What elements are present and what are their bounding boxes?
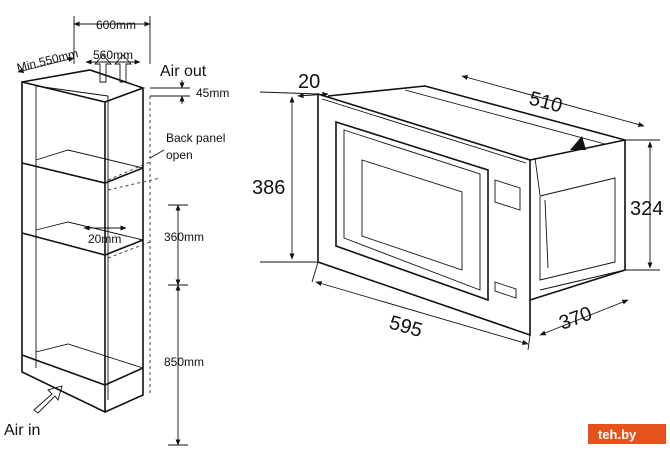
air-out-label: Air out (160, 63, 207, 80)
oven-drawing (259, 75, 660, 351)
dim-360: 360mm (164, 230, 204, 244)
cabinet-labels: 600mm Min.550mm 560mm Air out 45mm Back … (4, 18, 229, 439)
dim-600: 600mm (96, 18, 136, 32)
air-in-label: Air in (4, 422, 40, 439)
dim-min-550: Min.550mm (15, 46, 79, 75)
watermark: teh.by (588, 424, 666, 444)
oven-dim-370: 370 (556, 303, 595, 335)
oven-dim-510: 510 (527, 88, 565, 118)
cabinet-drawing (17, 16, 190, 446)
oven-dim-595: 595 (387, 312, 425, 342)
watermark-text: teh.by (598, 427, 637, 442)
dim-560: 560mm (93, 48, 133, 62)
back-panel-label: Back panel (166, 131, 225, 145)
dim-20mm: 20mm (88, 232, 121, 246)
open-label: open (166, 148, 193, 162)
dim-850: 850mm (164, 355, 204, 369)
oven-dim-386: 386 (252, 177, 285, 199)
oven-dim-324: 324 (630, 198, 663, 220)
dim-45: 45mm (196, 86, 229, 100)
oven-labels: 20 510 386 324 595 370 (252, 71, 663, 342)
oven-dim-20: 20 (298, 71, 320, 93)
